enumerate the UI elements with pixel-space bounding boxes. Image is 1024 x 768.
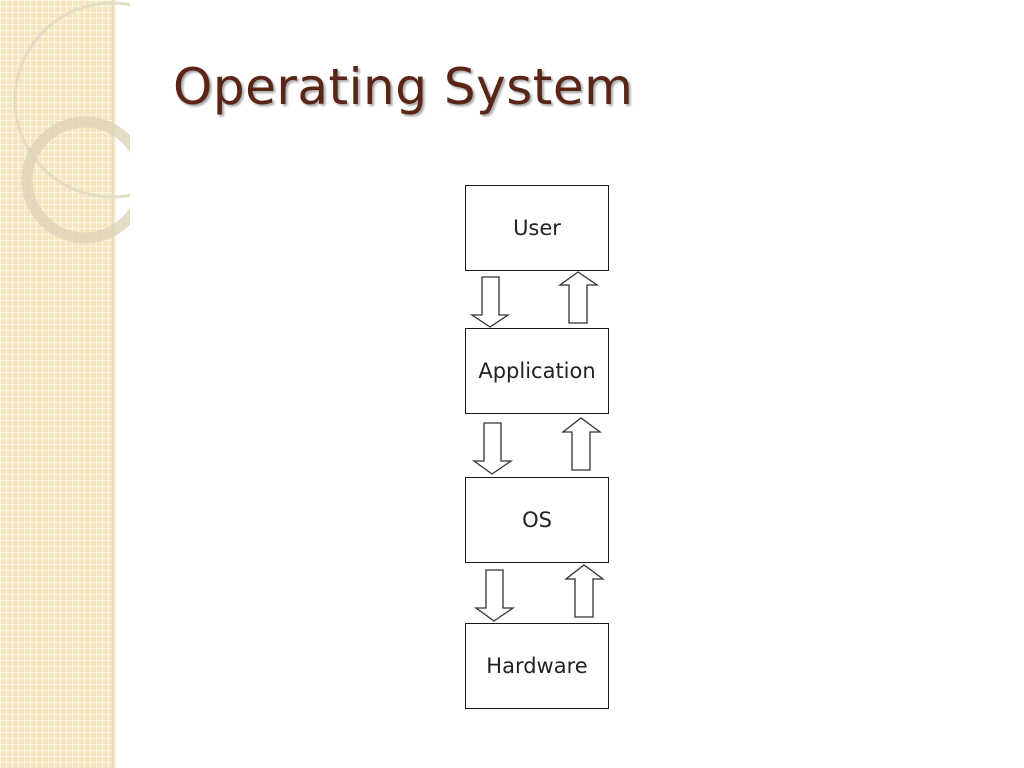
layer-box-user: User [465,185,609,271]
decorative-circle-small [21,116,130,244]
decorative-circles [13,1,130,244]
decorative-circle-large [13,1,130,199]
layer-label-application: Application [478,359,596,383]
arrow-up-application-to-user [557,271,600,324]
arrow-up-os-to-application [561,417,602,471]
arrow-down-os-to-hardware [473,569,516,622]
arrow-up-hardware-to-os [564,564,605,618]
layer-box-os: OS [465,477,609,563]
side-band-edge [112,0,116,768]
slide-title: Operating System [173,58,634,116]
layer-label-hardware: Hardware [486,654,588,678]
layer-label-os: OS [522,508,552,532]
layer-label-user: User [513,216,561,240]
arrow-down-application-to-os [471,422,514,475]
arrow-down-user-to-application [469,276,511,328]
layer-box-hardware: Hardware [465,623,609,709]
layer-box-application: Application [465,328,609,414]
